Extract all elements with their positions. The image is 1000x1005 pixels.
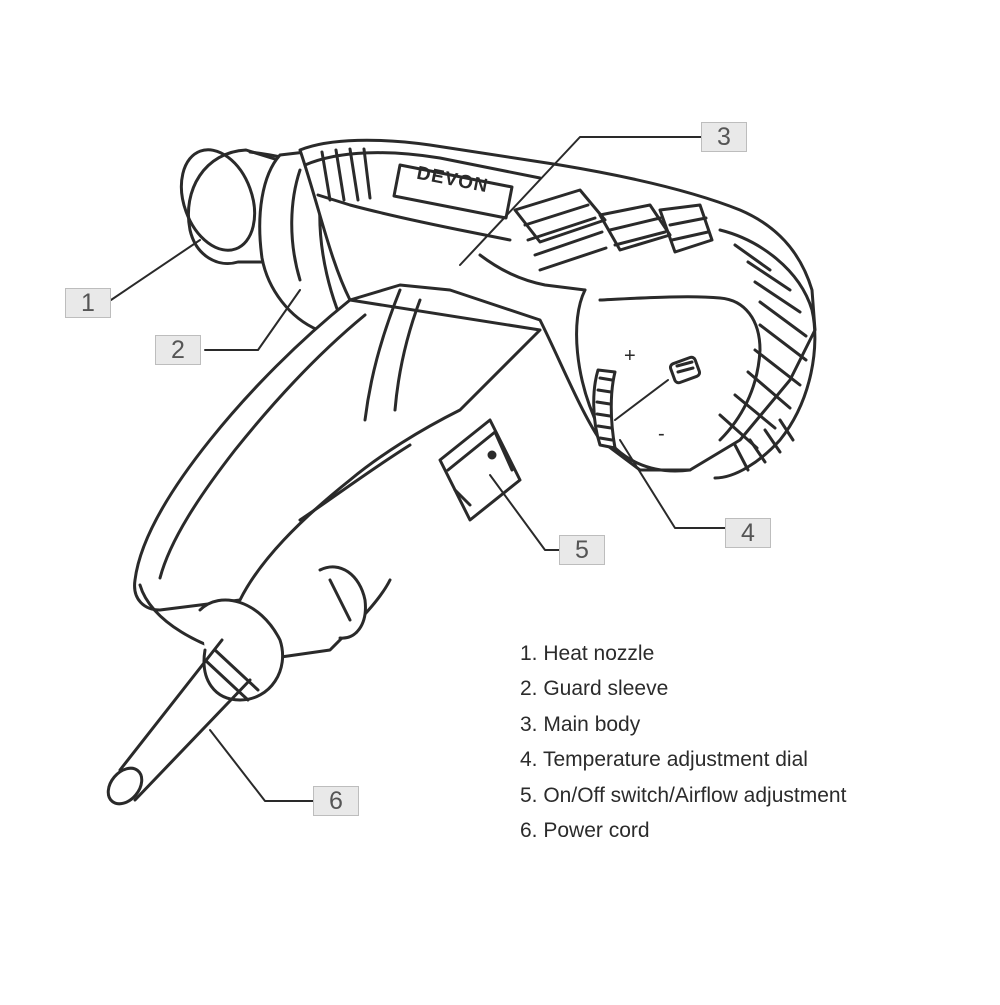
callout-2-number: 2 <box>171 335 185 364</box>
callout-1: 1 <box>65 288 111 318</box>
legend-item: 4. Temperature adjustment dial <box>520 748 808 772</box>
legend-item: 3. Main body <box>520 712 641 736</box>
leader-line-2 <box>204 289 301 351</box>
on-off-switch[interactable] <box>438 418 522 522</box>
leader-lines <box>110 136 726 802</box>
leader-line-4 <box>619 439 726 529</box>
temperature-adjustment-dial[interactable]: + - <box>592 345 702 450</box>
legend-item: 2. Guard sleeve <box>520 677 669 701</box>
handle <box>133 288 542 612</box>
dial-minus-symbol: - <box>658 423 665 445</box>
leader-line-5 <box>489 474 560 551</box>
legend-item: 6. Power cord <box>520 818 650 842</box>
dial-plus-symbol: + <box>624 345 636 367</box>
legend-item: 1. Heat nozzle <box>520 642 655 665</box>
callout-6: 6 <box>313 786 359 816</box>
leader-line-1 <box>110 239 201 301</box>
callout-1-number: 1 <box>81 288 95 317</box>
leader-line-3 <box>459 136 702 266</box>
leader-line-4b <box>614 379 669 421</box>
callout-2: 2 <box>155 335 201 365</box>
parts-legend: 1. Heat nozzle 2. Guard sleeve 3. Main b… <box>520 640 846 852</box>
legend-item: 5. On/Off switch/Airflow adjustment <box>520 783 847 807</box>
callout-4-number: 4 <box>741 518 755 547</box>
callout-5: 5 <box>559 535 605 565</box>
callout-5-number: 5 <box>575 535 589 564</box>
leader-line-6 <box>209 729 314 802</box>
power-cord <box>106 638 260 806</box>
callout-3: 3 <box>701 122 747 152</box>
main-body: DEVON <box>298 138 817 480</box>
callout-3-number: 3 <box>717 122 731 151</box>
callout-4: 4 <box>725 518 771 548</box>
callout-6-number: 6 <box>329 786 343 815</box>
